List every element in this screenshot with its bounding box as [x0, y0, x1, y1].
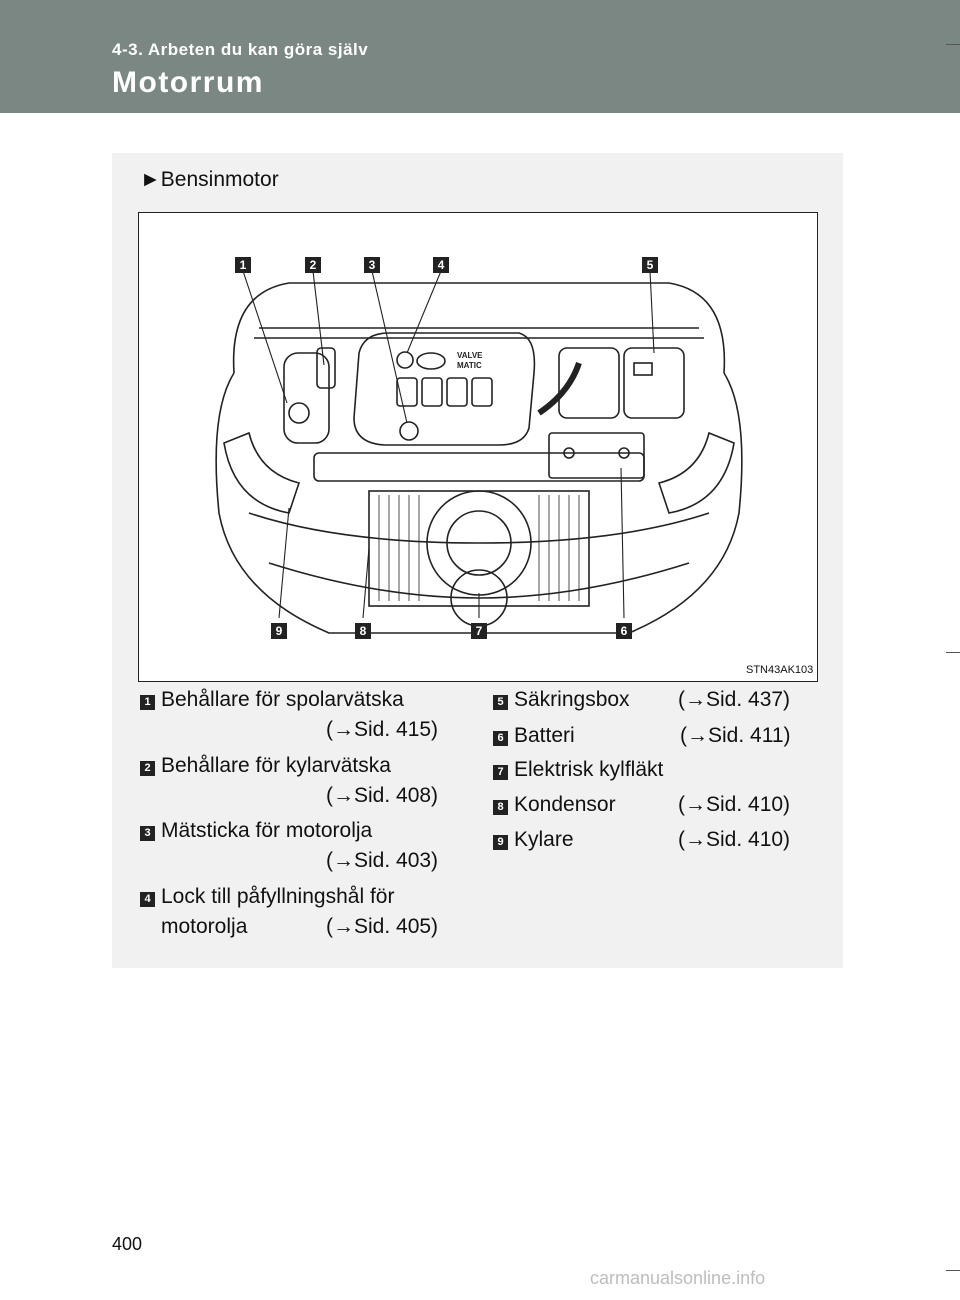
legend-item-4: 4 Lock till påfyllningshål för: [140, 885, 394, 909]
section-title: 4-3. Arbeten du kan göra själv: [112, 40, 369, 59]
page-title: Motorrum: [112, 66, 264, 99]
legend-item-2: 2 Behållare för kylarvätska: [140, 754, 391, 778]
legend-label: Mätsticka för motorolja: [161, 819, 373, 842]
watermark: carmanualsonline.info: [590, 1268, 766, 1288]
crop-mark: [946, 44, 960, 45]
page-number: 400: [112, 1234, 143, 1254]
page-ref: (→Sid. 408): [326, 784, 439, 807]
engine-bay-diagram: VALVE MATIC 1 2 3 4 5 6 7 8 9: [138, 212, 818, 682]
number-badge: 3: [140, 826, 155, 841]
callout-2: 2: [310, 258, 317, 272]
oil-dipstick: [399, 421, 419, 441]
number-badge: 7: [493, 765, 508, 780]
chapter-header: 4-3. Arbeten du kan göra själv Motorrum: [0, 0, 960, 113]
number-badge: 9: [493, 835, 508, 850]
emblem-text-valve: VALVE: [457, 351, 483, 360]
radiator: [368, 490, 590, 607]
oil-filler-cap: [396, 351, 414, 369]
page-ref: (→Sid. 415): [326, 718, 439, 741]
number-badge: 8: [493, 800, 508, 815]
callout-9: 9: [276, 624, 283, 638]
legend-item-7: 7 Elektrisk kylfläkt: [493, 758, 663, 782]
legend-label: Elektrisk kylfläkt: [514, 758, 664, 781]
coolant-reservoir: [316, 347, 336, 389]
subheading: ►Bensinmotor: [140, 168, 279, 192]
page-ref: (→Sid. 437): [678, 688, 791, 711]
legend-label: Batteri: [514, 724, 575, 747]
left-headlamp: [223, 431, 301, 514]
right-headlamp: [657, 431, 735, 514]
number-badge: 2: [140, 761, 155, 776]
callout-5: 5: [647, 258, 654, 272]
subheading-text: Bensinmotor: [160, 168, 279, 191]
legend-item-1: 1 Behållare för spolarvätska: [140, 688, 404, 712]
callout-3: 3: [369, 258, 376, 272]
number-badge: 6: [493, 731, 508, 746]
legend-label: Behållare för spolarvätska: [161, 688, 404, 711]
engine-cover: [353, 332, 536, 446]
emblem-text-matic: MATIC: [457, 361, 482, 370]
legend-label: Säkringsbox: [514, 688, 630, 711]
page-ref: (→Sid. 410): [678, 828, 791, 851]
crop-mark: [946, 1270, 960, 1271]
fuse-box: [623, 347, 685, 419]
callout-8: 8: [360, 624, 367, 638]
callout-4: 4: [438, 258, 445, 272]
triangle-marker-icon: ►: [140, 168, 161, 191]
battery: [548, 432, 645, 479]
hood-edge: [232, 282, 726, 374]
page-ref: (→Sid. 405): [326, 915, 439, 938]
page-ref: (→Sid. 410): [678, 793, 791, 816]
crop-mark: [946, 652, 960, 653]
legend-item-6: 6 Batteri: [493, 724, 575, 748]
legend-label: Kondensor: [514, 793, 616, 816]
callout-1: 1: [240, 258, 247, 272]
legend-item-9: 9 Kylare: [493, 828, 574, 852]
image-code: STN43AK103: [746, 664, 814, 676]
number-badge: 5: [493, 695, 508, 710]
page-ref: (→Sid. 411): [680, 724, 791, 747]
number-badge: 1: [140, 695, 155, 710]
callout-6: 6: [621, 624, 628, 638]
legend-item-3: 3 Mätsticka för motorolja: [140, 819, 372, 843]
legend-item-8: 8 Kondensor: [493, 793, 616, 817]
legend-label: Behållare för kylarvätska: [161, 754, 391, 777]
page-ref: (→Sid. 403): [326, 849, 439, 872]
engine-illustration: VALVE MATIC 1 2 3 4 5 6 7 8 9: [215, 257, 743, 639]
legend-label: Lock till påfyllningshål för: [161, 885, 395, 908]
washer-reservoir: [283, 352, 330, 444]
number-badge: 4: [140, 892, 155, 907]
legend-label-continued: motorolja: [161, 915, 248, 938]
legend-item-5: 5 Säkringsbox: [493, 688, 630, 712]
legend-label: Kylare: [514, 828, 574, 851]
callout-7: 7: [476, 624, 483, 638]
